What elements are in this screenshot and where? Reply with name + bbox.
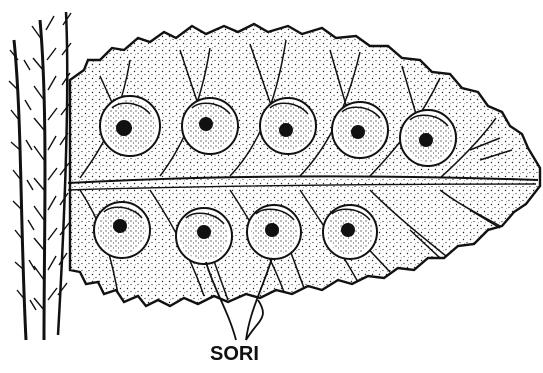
sorus bbox=[260, 98, 316, 154]
sorus bbox=[182, 98, 238, 154]
leaf-blade bbox=[70, 24, 540, 306]
sorus bbox=[247, 205, 301, 259]
sorus bbox=[94, 202, 150, 258]
sorus bbox=[176, 208, 232, 264]
sorus bbox=[400, 110, 456, 166]
sori-label: SORI bbox=[210, 343, 259, 365]
rachis bbox=[14, 12, 67, 340]
sorus bbox=[323, 205, 377, 259]
sorus bbox=[332, 102, 388, 158]
sorus bbox=[100, 96, 160, 156]
